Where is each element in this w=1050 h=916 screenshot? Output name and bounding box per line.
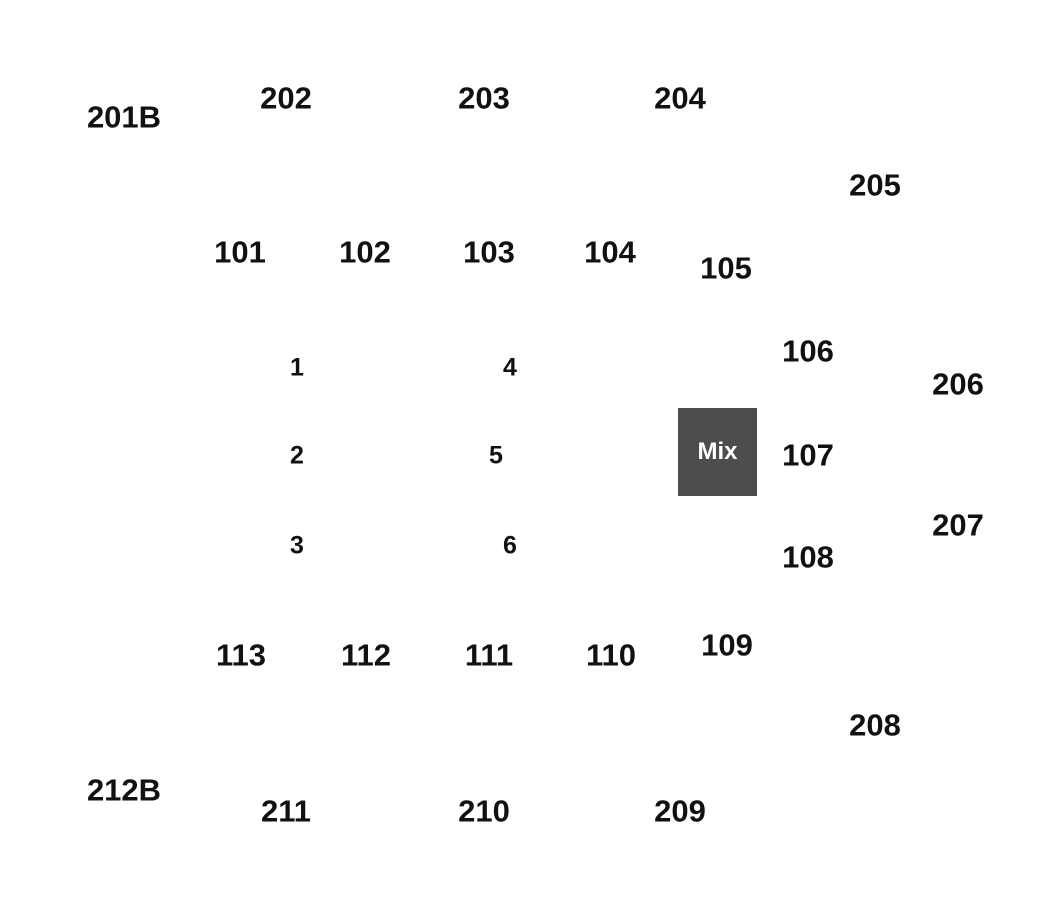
section-203[interactable]: 203 [458,80,510,116]
section-202[interactable]: 202 [260,80,312,116]
section-101[interactable]: 101 [214,234,266,270]
section-208[interactable]: 208 [849,707,901,743]
floor-section-1[interactable]: 1 [290,353,304,382]
section-210[interactable]: 210 [458,793,510,829]
section-211[interactable]: 211 [260,793,312,829]
section-104[interactable]: 104 [584,234,636,270]
section-209[interactable]: 209 [654,793,706,829]
section-204[interactable]: 204 [654,80,706,116]
section-107[interactable]: 107 [782,437,834,473]
section-102[interactable]: 102 [339,234,391,270]
mix-label: Mix [697,438,738,465]
section-111[interactable]: 111 [464,637,514,673]
floor-section-3[interactable]: 3 [290,531,304,560]
section-113[interactable]: 113 [215,637,267,673]
section-106[interactable]: 106 [782,333,834,369]
section-108[interactable]: 108 [782,539,834,575]
floor-section-4[interactable]: 4 [503,353,517,382]
section-110[interactable]: 110 [585,637,637,673]
section-103[interactable]: 103 [463,234,515,270]
section-206[interactable]: 206 [932,366,984,402]
floor-section-6[interactable]: 6 [503,531,517,560]
mix-position: Mix [678,408,757,496]
section-205[interactable]: 205 [849,167,901,203]
section-105[interactable]: 105 [700,250,752,286]
section-112[interactable]: 112 [340,637,392,673]
section-212B[interactable]: 212B [86,772,162,808]
floor-section-5[interactable]: 5 [489,441,503,470]
floor-section-2[interactable]: 2 [290,441,304,470]
section-207[interactable]: 207 [932,507,984,543]
section-109[interactable]: 109 [701,627,753,663]
section-201B[interactable]: 201B [86,99,162,135]
